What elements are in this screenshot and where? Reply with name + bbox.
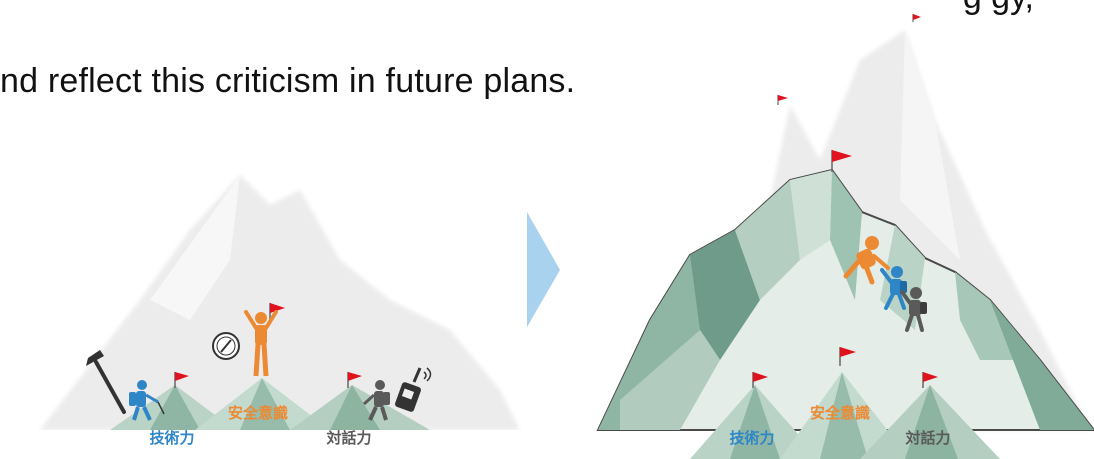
left-bg-mountain-shade xyxy=(150,175,240,320)
climber-icon xyxy=(843,236,890,285)
left-scene: 技術力 安全意識 対話力 xyxy=(40,175,520,459)
clipped-text: g gy, xyxy=(963,0,1034,17)
climber-icon xyxy=(129,380,165,421)
right-peak-safety-shade xyxy=(820,372,868,459)
progress-arrow xyxy=(527,212,560,327)
ice-axe-icon xyxy=(86,350,126,414)
left-peak-dialogue-shade xyxy=(330,385,380,430)
right-mountain-facet xyxy=(620,330,720,430)
flag-icon xyxy=(174,372,189,388)
climber-icon xyxy=(900,287,927,332)
label-dialogue: 対話力 xyxy=(325,429,371,447)
flag-icon xyxy=(912,14,921,22)
right-mountain-facet xyxy=(790,170,832,260)
label-technical: 技術力 xyxy=(729,429,774,447)
right-peak-dialogue-shade xyxy=(905,385,958,459)
caption-text: nd reflect this criticism in future plan… xyxy=(0,62,576,100)
right-bg-mountain-shade xyxy=(900,30,960,260)
right-peak-technical-shade xyxy=(730,385,780,459)
label-technical: 技術力 xyxy=(149,429,194,447)
climber-icon xyxy=(362,380,390,421)
left-bg-mountain xyxy=(40,175,520,430)
right-mountain-facet xyxy=(735,180,800,300)
right-mountain-facet xyxy=(990,300,1094,430)
label-safety: 安全意識 xyxy=(228,404,288,422)
left-peak-technical-shade xyxy=(150,385,200,430)
right-mountain-facet xyxy=(690,230,760,360)
flag-icon xyxy=(922,372,938,388)
climber-icon xyxy=(880,266,907,310)
climber-icon xyxy=(244,310,278,377)
compass-icon xyxy=(212,332,240,360)
clipped-text-line: g gy, xyxy=(0,0,1094,20)
right-scene: 技術力 安全意識 対話力 xyxy=(596,14,1094,459)
flag-icon xyxy=(831,150,852,172)
flag-icon xyxy=(839,347,856,366)
flag-icon xyxy=(777,95,788,105)
flag-icon xyxy=(752,372,768,388)
left-peak-safety-shade xyxy=(240,378,290,430)
label-safety: 安全意識 xyxy=(810,404,870,422)
label-dialogue: 対話力 xyxy=(904,429,950,447)
flag-icon xyxy=(347,372,362,388)
radio-icon xyxy=(395,367,432,412)
